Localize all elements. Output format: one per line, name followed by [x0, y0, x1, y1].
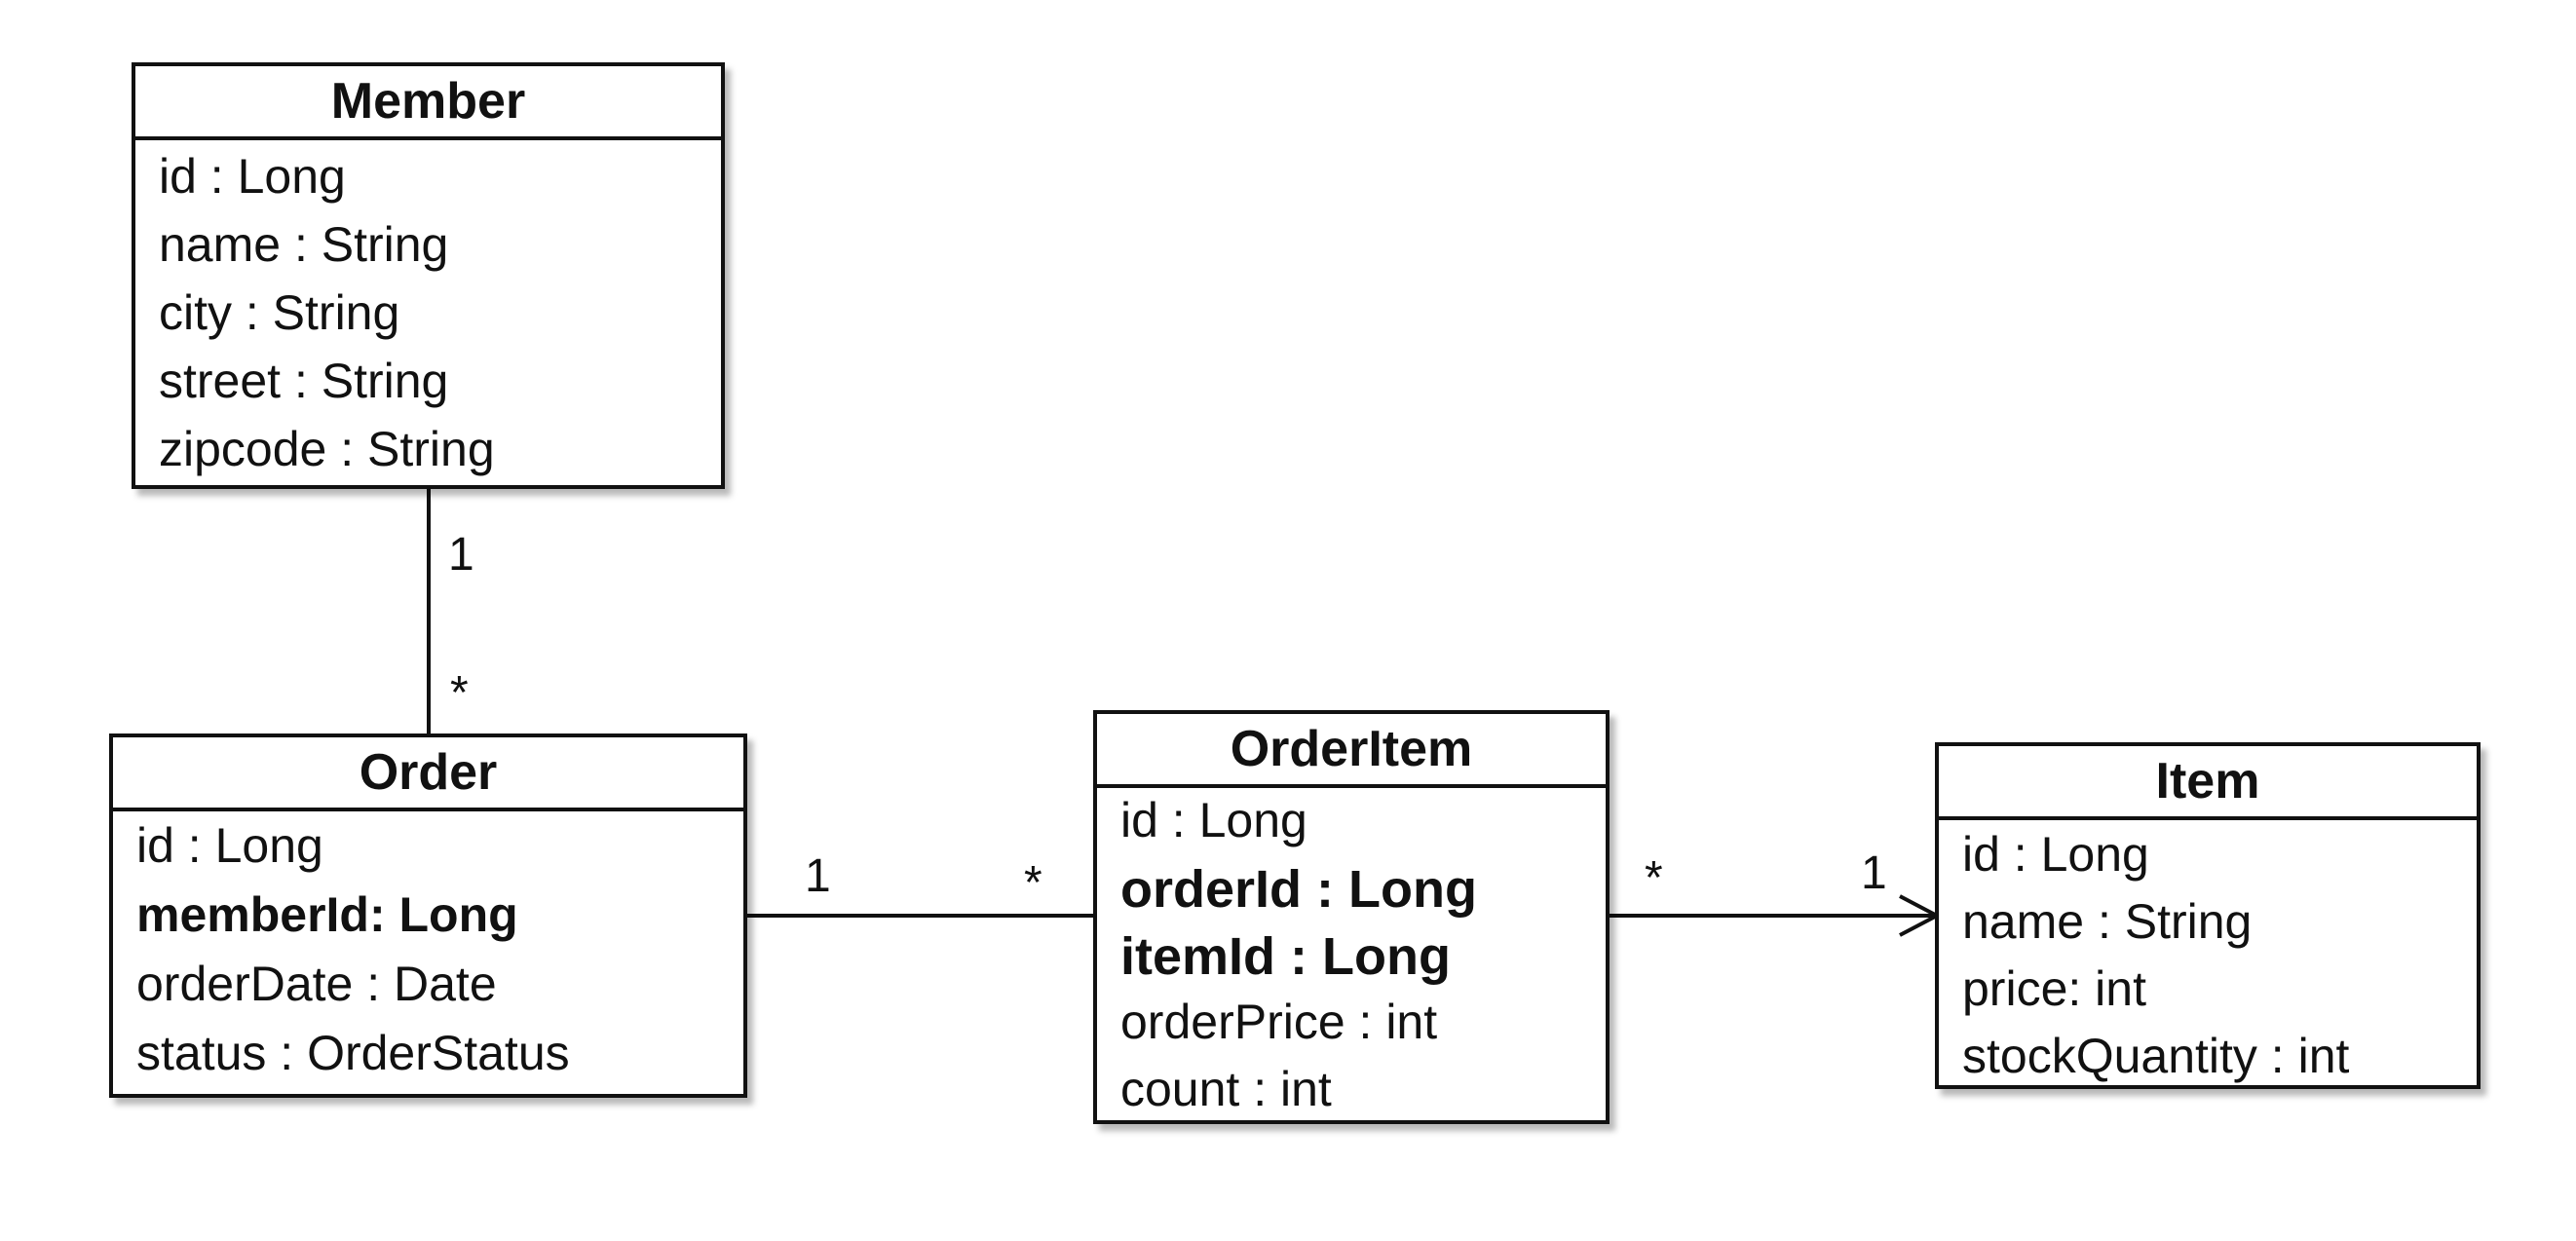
attribute: status : OrderStatus [136, 1026, 570, 1080]
class-orderitem[interactable]: OrderItem id : Long orderId : Long itemI… [1093, 710, 1610, 1124]
attribute: itemId : Long [1120, 927, 1451, 986]
attribute: price: int [1962, 961, 2146, 1016]
class-member[interactable]: Member id : Long name : String city : St… [132, 62, 725, 489]
attribute: orderDate : Date [136, 957, 497, 1011]
attribute: id : Long [159, 149, 346, 204]
attribute: street : String [159, 354, 449, 408]
class-order[interactable]: Order id : Long memberId: Long orderDate… [109, 733, 747, 1098]
class-item[interactable]: Item id : Long name : String price: int … [1935, 742, 2481, 1089]
attribute: id : Long [1962, 827, 2149, 882]
multiplicity-label: * [450, 667, 469, 719]
attribute: zipcode : String [159, 422, 495, 476]
class-order-attributes: id : Long memberId: Long orderDate : Dat… [113, 811, 743, 1098]
attribute: orderPrice : int [1120, 995, 1438, 1049]
attribute: id : Long [136, 818, 323, 873]
class-item-attributes: id : Long name : String price: int stock… [1939, 820, 2477, 1099]
multiplicity-label: * [1024, 857, 1042, 909]
attribute: memberId: Long [136, 887, 518, 942]
multiplicity-label: * [1645, 852, 1663, 904]
attribute: city : String [159, 285, 400, 340]
attribute: count : int [1120, 1062, 1332, 1116]
attribute: orderId : Long [1120, 860, 1477, 919]
class-order-name: Order [113, 737, 743, 811]
class-member-attributes: id : Long name : String city : String st… [135, 140, 721, 493]
attribute: name : String [1962, 894, 2253, 949]
attribute: id : Long [1120, 793, 1307, 847]
multiplicity-label: 1 [1861, 847, 1887, 899]
multiplicity-label: 1 [805, 850, 831, 902]
class-item-name: Item [1939, 746, 2477, 820]
class-orderitem-attributes: id : Long orderId : Long itemId : Long o… [1097, 788, 1606, 1132]
attribute: name : String [159, 217, 449, 272]
multiplicity-label: 1 [448, 529, 474, 581]
attribute: stockQuantity : int [1962, 1029, 2350, 1083]
class-member-name: Member [135, 66, 721, 140]
class-orderitem-name: OrderItem [1097, 714, 1606, 788]
